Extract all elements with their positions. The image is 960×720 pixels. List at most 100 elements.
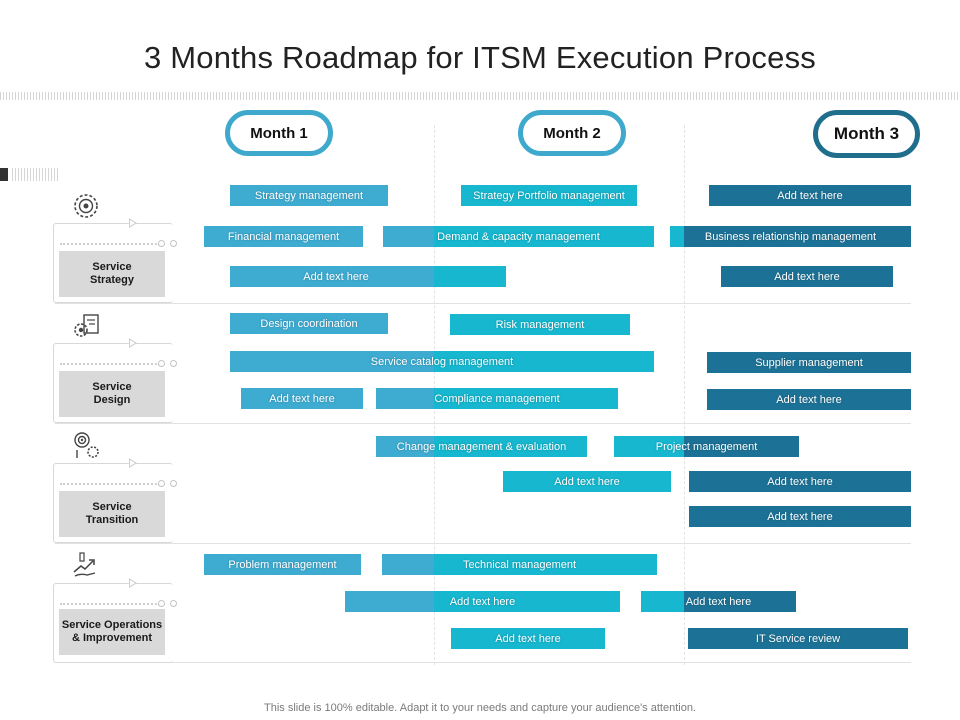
strategy-gear-icon <box>74 194 98 218</box>
dotted-rule <box>60 603 160 605</box>
task-label: Add text here <box>774 270 840 283</box>
task-bar[interactable]: Design coordination <box>230 313 388 334</box>
category-label: Service Operations & Improvement <box>59 609 165 655</box>
task-label: Demand & capacity management <box>437 230 600 243</box>
task-bar[interactable]: Add text here <box>709 185 911 206</box>
task-label: Technical management <box>462 558 577 571</box>
task-bar[interactable]: Add text here <box>641 591 796 612</box>
task-label: Add text here <box>767 475 833 488</box>
task-bar[interactable]: Add text here <box>689 471 911 492</box>
section-separator <box>55 303 911 304</box>
task-label: Problem management <box>228 558 337 571</box>
task-label: Service catalog management <box>370 355 514 368</box>
task-bar[interactable]: Compliance management <box>376 388 618 409</box>
category-label: Service Strategy <box>59 251 165 297</box>
left-marker <box>0 168 8 181</box>
task-label: Strategy management <box>254 189 364 202</box>
task-bar[interactable]: Add text here <box>241 388 363 409</box>
month-1-header: Month 1 <box>225 110 333 156</box>
category-bracket <box>53 223 173 303</box>
task-bar[interactable]: Service catalog management <box>230 351 654 372</box>
month-3-label: Month 3 <box>833 124 900 143</box>
bar-segment <box>670 226 684 247</box>
dot-marker <box>170 360 177 367</box>
task-bar[interactable]: Strategy Portfolio management <box>461 185 637 206</box>
bar-segment <box>345 591 434 612</box>
page-title: 3 Months Roadmap for ITSM Execution Proc… <box>144 40 816 75</box>
task-bar[interactable]: Technical management <box>382 554 657 575</box>
dot-marker <box>170 480 177 487</box>
task-label: Design coordination <box>260 317 358 330</box>
task-bar[interactable]: Problem management <box>204 554 361 575</box>
category-label: Service Design <box>59 371 165 417</box>
left-marker-stripe <box>12 168 58 181</box>
dot-marker <box>170 600 177 607</box>
task-label: Add text here <box>777 189 843 202</box>
task-label: Change management & evaluation <box>396 440 567 453</box>
task-bar[interactable]: Demand & capacity management <box>383 226 654 247</box>
month-2-label: Month 2 <box>543 124 601 142</box>
category-bracket <box>53 583 173 663</box>
task-label: Add text here <box>449 595 516 608</box>
bar-segment <box>641 591 684 612</box>
dot-marker <box>158 240 165 247</box>
task-bar[interactable]: IT Service review <box>688 628 908 649</box>
arrow-right-icon <box>129 218 137 228</box>
bar-segment <box>230 351 434 372</box>
month-1-label: Month 1 <box>250 124 308 142</box>
task-bar[interactable]: Strategy management <box>230 185 388 206</box>
arrow-right-icon <box>129 458 137 468</box>
bar-segment <box>230 266 434 287</box>
bar-segment <box>382 554 434 575</box>
task-bar[interactable]: Add text here <box>345 591 620 612</box>
category-bracket <box>53 343 173 423</box>
dotted-rule <box>60 243 160 245</box>
dot-marker <box>170 240 177 247</box>
task-bar[interactable]: Risk management <box>450 314 630 335</box>
task-label: Financial management <box>227 230 340 243</box>
task-bar[interactable]: Add text here <box>707 389 911 410</box>
title-divider <box>0 92 960 100</box>
month-2-header: Month 2 <box>518 110 626 156</box>
task-bar[interactable]: Add text here <box>451 628 605 649</box>
dotted-rule <box>60 363 160 365</box>
task-bar[interactable]: Add text here <box>230 266 506 287</box>
task-label: Compliance management <box>434 392 560 405</box>
section-separator <box>55 662 911 663</box>
task-bar[interactable]: Supplier management <box>707 352 911 373</box>
task-bar[interactable]: Add text here <box>721 266 893 287</box>
dotted-rule <box>60 483 160 485</box>
bar-segment <box>376 388 434 409</box>
bar-segment <box>376 436 434 457</box>
task-label: IT Service review <box>755 632 841 645</box>
task-bar[interactable]: Business relationship management <box>670 226 911 247</box>
task-label: Add text here <box>269 392 335 405</box>
task-bar[interactable]: Financial management <box>204 226 363 247</box>
task-label: Add text here <box>776 393 842 406</box>
task-label: Strategy Portfolio management <box>473 189 625 202</box>
footer-note: This slide is 100% editable. Adapt it to… <box>264 702 696 714</box>
task-bar[interactable]: Add text here <box>503 471 671 492</box>
task-label: Add text here <box>685 595 752 608</box>
task-bar[interactable]: Add text here <box>689 506 911 527</box>
arrow-right-icon <box>129 338 137 348</box>
section-separator <box>55 543 911 544</box>
task-bar[interactable]: Project management <box>614 436 799 457</box>
task-label: Add text here <box>554 475 620 488</box>
category-label: Service Transition <box>59 491 165 537</box>
task-label: Project management <box>655 440 758 453</box>
task-bar[interactable]: Change management & evaluation <box>376 436 587 457</box>
task-label: Risk management <box>495 318 585 331</box>
category-bracket <box>53 463 173 543</box>
dot-marker <box>158 600 165 607</box>
dot-marker <box>158 360 165 367</box>
task-label: Add text here <box>767 510 833 523</box>
bar-segment <box>684 436 799 457</box>
arrow-right-icon <box>129 578 137 588</box>
bar-segment <box>383 226 434 247</box>
dot-marker <box>158 480 165 487</box>
design-gear-icon <box>74 314 99 337</box>
target-gear-icon <box>74 432 99 458</box>
task-label: Add text here <box>303 270 369 283</box>
month-divider-2 <box>684 125 685 665</box>
